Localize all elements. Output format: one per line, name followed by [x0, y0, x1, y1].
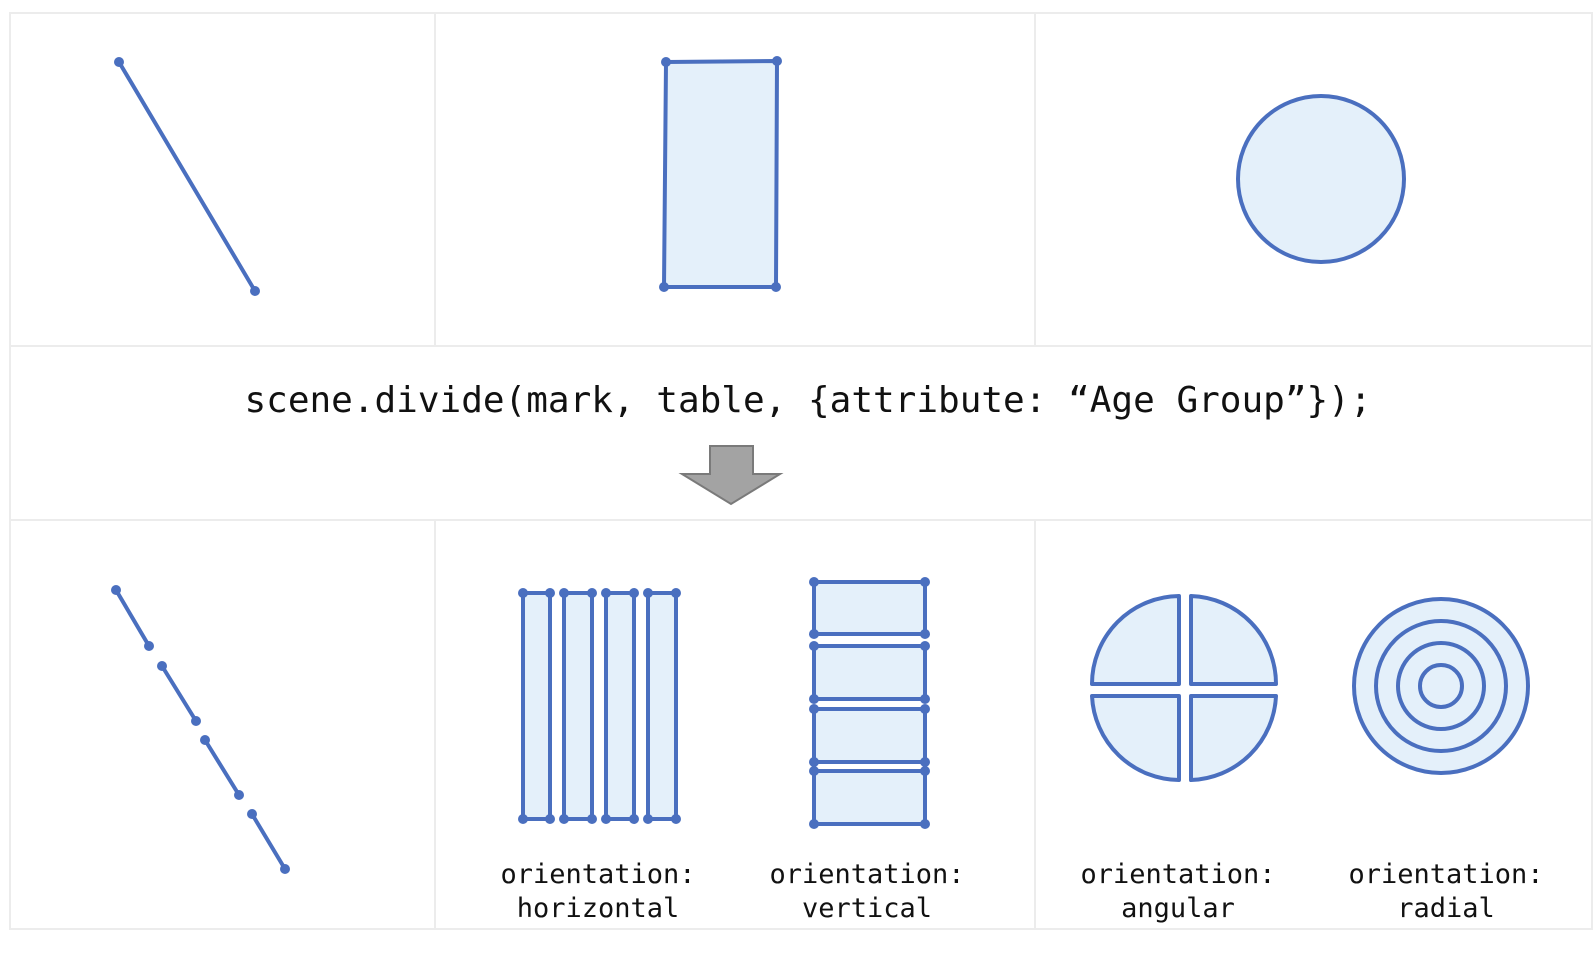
label-line: radial	[1397, 893, 1495, 924]
rect-vertex	[920, 819, 930, 829]
circle-angular-division	[1090, 594, 1278, 782]
rect-vertex	[920, 629, 930, 639]
rect-vertex	[559, 588, 569, 598]
down-arrow-icon	[678, 445, 784, 506]
rect-vertex	[809, 704, 819, 714]
rect-vertex	[809, 766, 819, 776]
rect-vertex	[920, 577, 930, 587]
line-segment	[203, 738, 241, 797]
circle-radial-division	[1352, 597, 1530, 775]
circle-mark	[1236, 94, 1406, 264]
rect-vertex	[809, 641, 819, 651]
rect-band	[812, 769, 927, 826]
rect-vertex	[545, 588, 555, 598]
bottom-cell-line	[9, 519, 436, 930]
line-vertex	[191, 716, 201, 726]
line-vertex	[234, 790, 244, 800]
rect-band	[812, 707, 927, 764]
circle-quadrant	[1189, 594, 1278, 686]
rect-vertex	[661, 57, 671, 67]
line-mark	[114, 57, 260, 296]
rect-vertex	[587, 814, 597, 824]
line-vertex	[114, 57, 124, 67]
line-vertex	[144, 641, 154, 651]
line-segment	[114, 588, 151, 648]
rect-vertex	[920, 757, 930, 767]
label-line: angular	[1121, 893, 1235, 924]
rect-vertex	[809, 757, 819, 767]
rect-vertex	[772, 56, 782, 66]
label-angular: orientation: angular	[1080, 859, 1275, 924]
rect-vertex	[920, 694, 930, 704]
rect-band	[812, 580, 927, 636]
rect-vertex	[809, 819, 819, 829]
rect-vertex	[809, 629, 819, 639]
label-line: orientation:	[1080, 859, 1275, 890]
rect-vertex	[545, 814, 555, 824]
rect-strip	[604, 591, 636, 821]
label-horizontal: orientation: horizontal	[500, 859, 695, 924]
circle-ring	[1396, 641, 1486, 731]
circle-ring	[1374, 619, 1508, 753]
rect-vertex	[671, 588, 681, 598]
label-line: horizontal	[517, 893, 680, 924]
line-vertex	[247, 809, 257, 819]
rect-vertex	[771, 282, 781, 292]
line-vertex	[200, 735, 210, 745]
rect-mark	[659, 56, 782, 292]
middle-band	[9, 345, 1593, 521]
code-statement: scene.divide(mark, table, {attribute: “A…	[244, 380, 1371, 421]
rect-vertex	[587, 588, 597, 598]
rect-vertex	[671, 814, 681, 824]
rect-vertex	[643, 588, 653, 598]
rect-vertex	[809, 694, 819, 704]
label-line: vertical	[802, 893, 932, 924]
rect-vertex	[601, 814, 611, 824]
rect-vertex	[643, 814, 653, 824]
rect-strip	[562, 591, 594, 821]
rect-vertex	[809, 577, 819, 587]
circle-ring	[1418, 663, 1464, 709]
rect-vertex	[629, 814, 639, 824]
rect-band	[812, 644, 927, 701]
rect-vertex	[629, 588, 639, 598]
circle-quadrant	[1189, 694, 1278, 782]
rect-strip	[521, 591, 552, 821]
divided-line	[111, 585, 290, 874]
circle-quadrant	[1090, 694, 1181, 782]
label-line: orientation:	[769, 859, 964, 890]
rect-vertex	[518, 588, 528, 598]
top-cell-line	[9, 12, 436, 347]
line-vertex	[250, 286, 260, 296]
label-line: orientation:	[1348, 859, 1543, 890]
rect-vertex	[659, 282, 669, 292]
line-vertex	[157, 661, 167, 671]
rect-horizontal-division	[518, 588, 681, 824]
rect-vertex	[559, 814, 569, 824]
rect-vertex	[920, 641, 930, 651]
line-vertex	[111, 585, 121, 595]
label-vertical: orientation: vertical	[769, 859, 964, 924]
rect-vertex	[920, 704, 930, 714]
rect-vertex	[601, 588, 611, 598]
line-segment	[250, 812, 287, 871]
rect-vertex	[920, 766, 930, 776]
rect-vertical-division	[809, 577, 930, 829]
rect-strip	[646, 591, 678, 821]
circle-ring	[1352, 597, 1530, 775]
line-vertex	[280, 864, 290, 874]
rect-vertex	[518, 814, 528, 824]
label-line: orientation:	[500, 859, 695, 890]
label-radial: orientation: radial	[1348, 859, 1543, 924]
circle-quadrant	[1090, 594, 1181, 686]
line-segment	[160, 664, 198, 723]
